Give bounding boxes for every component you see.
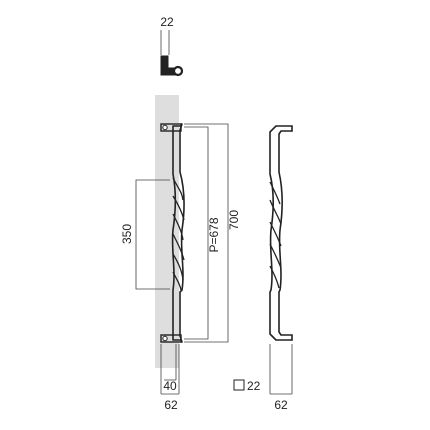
- pitch-dimension: P=678: [207, 217, 221, 252]
- square-section-dimension: 22: [247, 379, 261, 393]
- handle-bar-side: [269, 125, 293, 341]
- handle-bar-front-outer: [179, 123, 185, 343]
- door-panel: [155, 95, 179, 368]
- bar-width-dimension: 40: [163, 379, 177, 393]
- twist-section-front: [172, 177, 185, 291]
- handle-bar-side-outer: [278, 130, 293, 336]
- twist-length-dimension: 350: [120, 224, 134, 244]
- section-detail: 22: [160, 15, 184, 77]
- side-view: 22 62: [233, 125, 293, 412]
- front-projection-dimension: 62: [164, 398, 178, 412]
- overall-length-dimension: 700: [227, 210, 241, 230]
- square-section-symbol: [233, 379, 245, 391]
- twist-section-side: [269, 181, 282, 289]
- side-projection-dimension: 62: [274, 398, 288, 412]
- front-view: 350 P=678 700 40 62: [120, 95, 241, 412]
- top-section-dimension: 22: [160, 15, 174, 29]
